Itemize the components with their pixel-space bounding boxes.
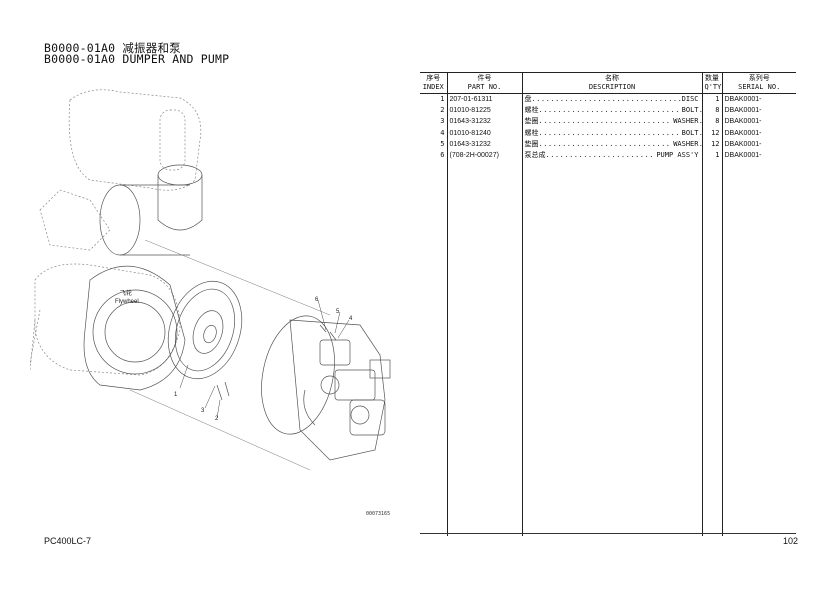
row-index: 1	[440, 95, 445, 104]
row-serial-no: DBAK0001-	[721, 105, 796, 117]
empty-cell	[701, 161, 722, 537]
row-serial-no: DBAK0001-	[721, 116, 796, 128]
row-description-en: BOLT	[680, 105, 699, 117]
header-part-en: PART NO.	[446, 83, 522, 94]
row-index: 6	[440, 151, 445, 160]
header-qty-en: Q'TY	[701, 83, 722, 94]
bolts	[216, 324, 337, 401]
air-cleaner	[99, 164, 203, 256]
callout-1: 1	[174, 392, 178, 398]
engine-outline	[30, 89, 202, 376]
row-description-cn: 盘	[524, 95, 532, 104]
row-index: 3	[440, 117, 445, 126]
damper-disc	[167, 280, 243, 380]
header-desc-en: DESCRIPTION	[521, 83, 702, 94]
dot-leader: ........................................…	[531, 95, 703, 104]
row-description-en: BOLT	[680, 127, 699, 139]
callout-leaders	[179, 299, 350, 419]
table-filler-row	[420, 161, 796, 537]
figure-id: 00073165	[366, 511, 391, 517]
row-description: 盘.......................................…	[521, 93, 703, 106]
empty-cell	[446, 161, 522, 537]
callout-2: 2	[215, 416, 219, 422]
row-description-en: WASHER	[672, 138, 699, 150]
dot-leader: ........................................…	[545, 151, 703, 160]
row-description-en: PUMP ASS'Y	[655, 150, 699, 162]
row-description-cn: 垫圈	[524, 139, 539, 148]
footer-divider	[420, 533, 796, 534]
row-quantity: 1	[701, 149, 722, 162]
row-serial-no: DBAK0001-	[721, 149, 796, 162]
dot-leader: ........................................…	[538, 117, 703, 126]
row-quantity: 12	[701, 127, 722, 139]
row-description-cn: 螺栓	[524, 128, 539, 137]
row-serial-no: DBAK0001-	[721, 127, 796, 139]
row-description: 螺栓......................................…	[521, 127, 703, 139]
pump-assembly	[261, 315, 391, 461]
row-index: 4	[440, 128, 445, 137]
callout-5: 5	[336, 309, 340, 315]
row-index: 5	[440, 139, 445, 148]
row-description: 泵总成.....................................…	[521, 149, 703, 162]
row-quantity: 1	[701, 93, 722, 106]
row-part-no: 01010-81225	[446, 105, 522, 117]
empty-cell	[521, 161, 702, 537]
header-index-en: INDEX	[420, 83, 447, 94]
row-description-cn: 垫圈	[524, 117, 539, 126]
dot-leader: ........................................…	[538, 139, 703, 148]
flywheel-housing	[83, 265, 186, 391]
row-part-no: 207-01-61311	[446, 93, 522, 106]
header-serial-en: SERIAL NO.	[721, 83, 796, 94]
row-description: 垫圈......................................…	[521, 138, 703, 150]
row-serial-no: DBAK0001-	[721, 138, 796, 150]
flywheel-label-cn: 飞轮	[120, 289, 132, 297]
row-quantity: 12	[701, 138, 722, 150]
row-index: 2	[440, 106, 445, 115]
row-part-no: 01643-31232	[446, 138, 522, 150]
header-index-cn: 序号	[420, 72, 447, 83]
header-part-cn: 件号	[446, 72, 522, 83]
row-description-cn: 螺栓	[524, 106, 539, 115]
exploded-diagram: 飞轮 Flywheel 1 2 3 4 5 6	[30, 89, 391, 471]
machine-model: PC400LC-7	[44, 536, 92, 546]
page-title-en: B0000-01A0 DUMPER AND PUMP	[44, 52, 230, 66]
page-number: 102	[783, 536, 799, 546]
row-description-cn: 泵总成	[524, 151, 546, 160]
parts-table: 序号 件号 名称 数量 系列号 INDEX PART NO. DESCRIPTI…	[420, 72, 796, 537]
row-part-no: (708-2H-00027)	[446, 149, 522, 162]
empty-cell	[721, 161, 796, 537]
callout-6: 6	[315, 297, 319, 303]
projection-lines	[129, 239, 331, 471]
page-title-cn: B0000-01A0 减振器和泵	[44, 41, 181, 55]
row-description: 螺栓......................................…	[521, 105, 703, 117]
row-part-no: 01643-31232	[446, 116, 522, 128]
row-quantity: 8	[701, 116, 722, 128]
callout-3: 3	[201, 408, 205, 414]
header-qty-cn: 数量	[701, 72, 722, 83]
header-desc-cn: 名称	[521, 72, 702, 83]
flywheel-label-en: Flywheel	[115, 299, 139, 305]
row-part-no: 01010-81240	[446, 127, 522, 139]
row-description-en: DISC	[680, 94, 699, 106]
dot-leader: ........................................…	[538, 128, 703, 137]
row-description: 垫圈......................................…	[521, 116, 703, 128]
row-quantity: 8	[701, 105, 722, 117]
dot-leader: ........................................…	[538, 106, 703, 115]
empty-cell	[420, 161, 447, 536]
table-row: 6(708-2H-00027)泵总成......................…	[420, 149, 796, 162]
header-serial-cn: 系列号	[721, 72, 796, 83]
row-description-en: WASHER	[672, 116, 699, 128]
callout-4: 4	[349, 316, 353, 322]
row-serial-no: DBAK0001-	[721, 93, 796, 106]
